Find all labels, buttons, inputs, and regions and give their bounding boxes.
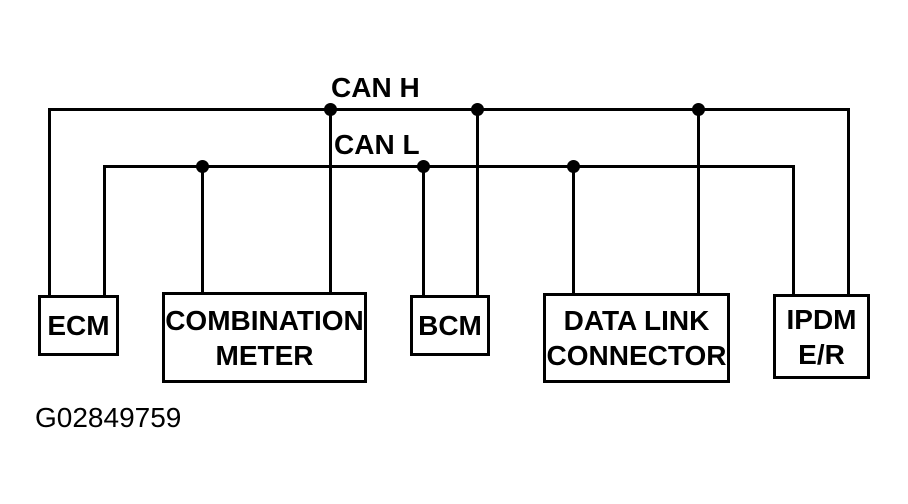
node-box-data-link-connector: DATA LINK CONNECTOR (543, 293, 730, 383)
node-box-bcm: BCM (410, 295, 490, 356)
junction-dot-can-l-bcm (417, 160, 430, 173)
junction-dot-can-h-data-link-connector (692, 103, 705, 116)
node-label-bcm: BCM (418, 310, 482, 341)
wire-combination-meter-can-h (329, 108, 332, 294)
node-box-ecm: ECM (38, 295, 119, 356)
junction-dot-can-h-combination-meter (324, 103, 337, 116)
node-label-data-link-connector-line1: DATA LINK (563, 305, 710, 336)
wire-combination-meter-can-l (201, 165, 204, 294)
junction-dot-can-l-data-link-connector (567, 160, 580, 173)
figure-id: G02849759 (35, 402, 182, 433)
node-label-ipdm-er-line1: IPDM (786, 303, 857, 335)
junction-dot-can-l-combination-meter (196, 160, 209, 173)
wire-ipdm-er-can-h (847, 108, 850, 294)
node-label-data-link-connector-line2: CONNECTOR (546, 340, 727, 371)
node-label-combination-meter-line2: METER (215, 339, 314, 371)
wire-bcm-can-h (476, 108, 479, 295)
wire-ecm-can-l (103, 165, 106, 295)
wire-data-link-connector-can-l (572, 165, 575, 293)
node-box-combination-meter: COMBINATION METER (162, 292, 367, 383)
can-h-label: CAN H (331, 72, 420, 103)
can-l-bus-line (103, 165, 795, 168)
can-h-bus-line (48, 108, 850, 111)
wire-ecm-can-h (48, 108, 51, 295)
wire-data-link-connector-can-h (697, 108, 700, 293)
junction-dot-can-h-bcm (471, 103, 484, 116)
node-box-ipdm-er: IPDM E/R (773, 294, 870, 379)
node-label-ipdm-er-line2: E/R (798, 338, 845, 370)
wire-ipdm-er-can-l (792, 165, 795, 294)
node-label-ecm: ECM (47, 310, 110, 341)
node-label-combination-meter-line1: COMBINATION (165, 304, 364, 336)
wire-bcm-can-l (422, 165, 425, 295)
can-l-label: CAN L (334, 129, 420, 160)
